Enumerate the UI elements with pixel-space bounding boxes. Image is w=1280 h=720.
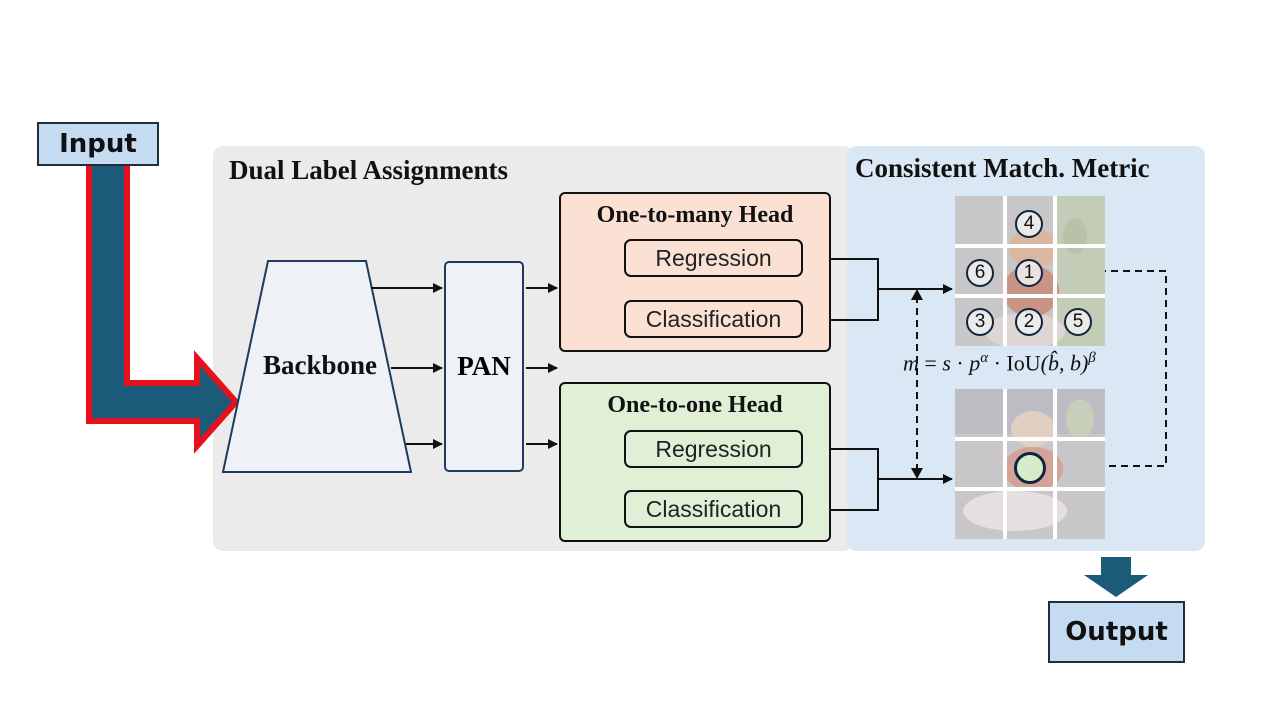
pan-box: PAN: [444, 261, 524, 472]
one-to-one-regression-box: Regression: [624, 430, 803, 468]
backbone-label: Backbone: [262, 350, 378, 380]
matched-anchor-circle: [1014, 452, 1046, 484]
grid-number-circle: 4: [1015, 210, 1043, 238]
consistent-match-metric-title: Consistent Match. Metric: [855, 153, 1150, 183]
grid-number-circle: 5: [1064, 308, 1092, 336]
grid-number-circle: 6: [966, 259, 994, 287]
one-to-one-head-title: One-to-one Head: [607, 392, 783, 418]
grid-number-circle: 1: [1015, 259, 1043, 287]
one-to-many-head-title: One-to-many Head: [596, 202, 794, 228]
grid-number-circle: 2: [1015, 308, 1043, 336]
grid-number-circle: 3: [966, 308, 994, 336]
pan-label: PAN: [457, 351, 511, 381]
input-flow-arrow: [86, 160, 241, 454]
one-to-many-classification-box: Classification: [624, 300, 803, 338]
output-box: Output: [1048, 601, 1185, 663]
matching-metric-formula: m = s · pα · IoU(b̂, b)β: [903, 350, 1096, 376]
one-to-one-classification-box: Classification: [624, 490, 803, 528]
input-box: Input: [37, 122, 159, 166]
output-flow-arrow: [1084, 557, 1148, 597]
one-to-many-regression-box: Regression: [624, 239, 803, 277]
dual-label-assignments-title: Dual Label Assignments: [229, 155, 509, 185]
backbone-trapezoid: [221, 260, 413, 473]
